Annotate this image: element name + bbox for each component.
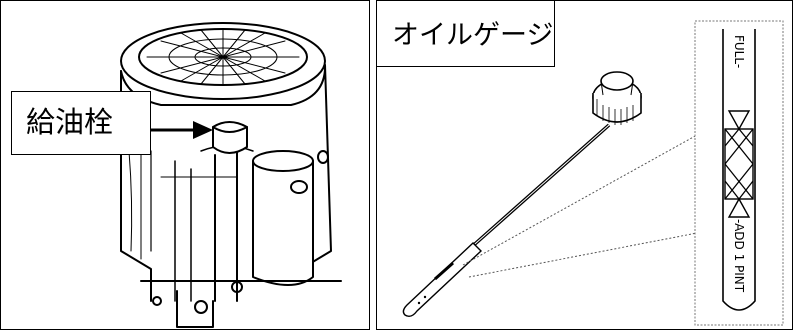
dipstick-label: オイルゲージ	[377, 1, 555, 67]
full-mark-text: FULL-	[732, 35, 746, 68]
dipstick-blade	[402, 242, 483, 318]
full-mark-triangle	[727, 110, 751, 131]
dipstick-illustration: FULL- -ADD 1 PINT	[402, 20, 784, 326]
add-mark-triangle	[727, 197, 751, 218]
magnification-lines	[462, 134, 698, 278]
dipstick-cap	[592, 71, 642, 123]
gauge-blade	[722, 29, 756, 311]
dipstick-panel: FULL- -ADD 1 PINT オイルゲージ	[376, 0, 793, 330]
engine-panel: 給油栓	[0, 0, 370, 330]
add-mark-text: -ADD 1 PINT	[732, 219, 746, 293]
cap-knurl	[596, 99, 634, 125]
engine-illustration	[120, 22, 342, 328]
fill-plug-label: 給油栓	[11, 91, 151, 155]
crosshatch-band	[724, 128, 754, 200]
pointer-arrow-head	[193, 121, 213, 139]
